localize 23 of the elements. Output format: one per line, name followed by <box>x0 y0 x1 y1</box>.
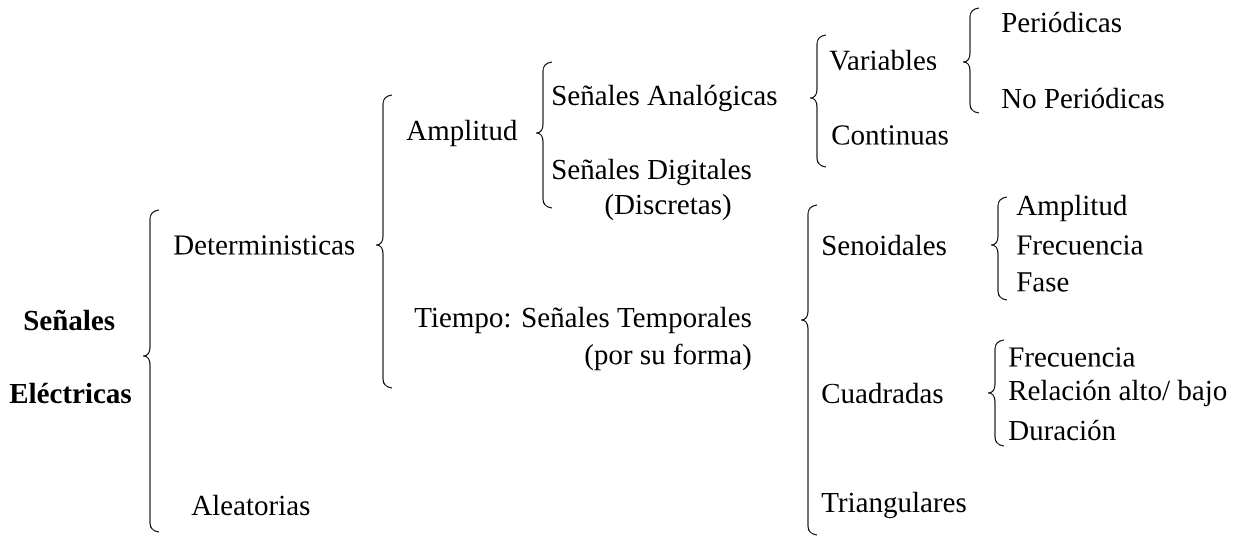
category-label: Fase <box>1017 272 1069 292</box>
category-label: Senoidales <box>823 234 946 256</box>
category-label: Aleatorias <box>191 494 310 516</box>
category-label: Triangulares <box>821 491 966 519</box>
category-label: (Discretas) <box>605 193 731 221</box>
category-label: Deterministicas <box>174 235 355 255</box>
category-label: Tiempo: Señales Temporales <box>414 306 751 334</box>
category-label: Eléctricas <box>9 382 131 404</box>
category-label: Frecuencia <box>1009 347 1135 367</box>
category-label: Relación alto/ bajo <box>1009 379 1227 407</box>
category-label: Variables <box>829 49 937 71</box>
category-label: Cuadradas <box>822 382 943 404</box>
category-label: Amplitud <box>406 119 518 147</box>
category-label: No Periódicas <box>1002 87 1164 109</box>
category-label: Periódicas <box>1002 11 1121 33</box>
category-label: Señales Digitales <box>553 158 751 186</box>
category-label: Duración <box>1009 419 1116 441</box>
category-label: Señales Analógicas <box>553 84 777 112</box>
category-label: Frecuencia <box>1017 235 1143 255</box>
category-label: Señales <box>24 309 115 331</box>
category-label: Continuas <box>832 125 948 145</box>
category-label: (por su forma) <box>585 343 751 371</box>
category-label: Amplitud <box>1016 194 1128 222</box>
